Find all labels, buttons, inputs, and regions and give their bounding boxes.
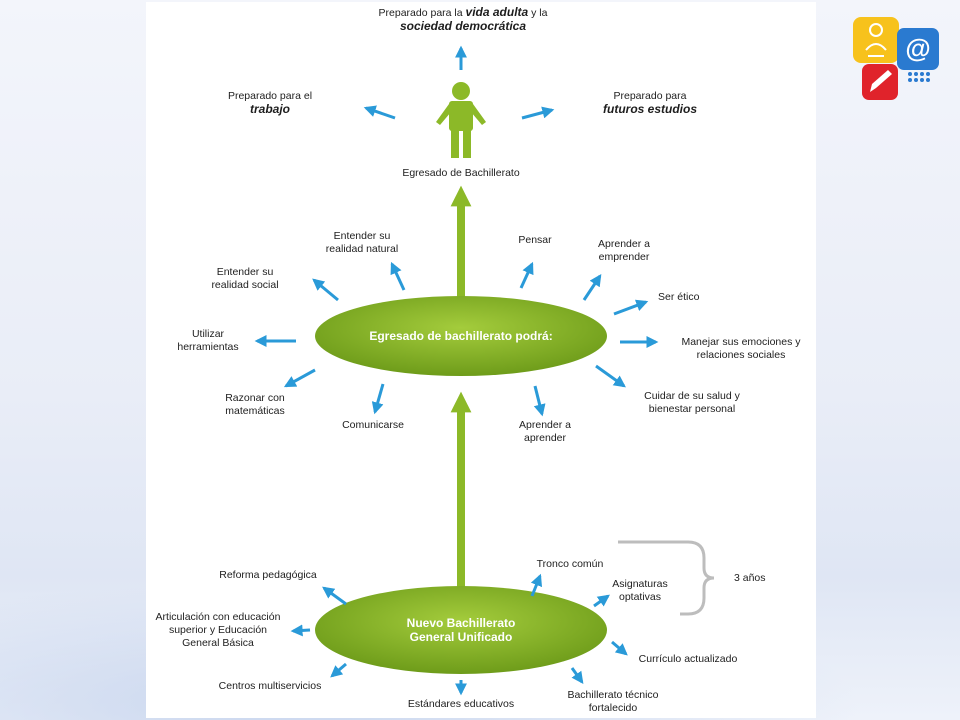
arrow-matematicas: [283, 368, 316, 388]
arrow-optativas: [593, 594, 610, 608]
logo-at-icon: @: [897, 28, 939, 70]
label-prepared-work: Preparado para el trabajo: [227, 90, 313, 116]
arrow-centros: [330, 662, 347, 678]
label-prepared-studies: Preparado para futuros estudios: [602, 90, 698, 116]
arrow-etico: [613, 299, 649, 316]
arrow-realidad-social: [312, 278, 339, 302]
skill-pensar: Pensar: [518, 234, 552, 246]
item-curriculo: Currículo actualizado: [638, 653, 738, 665]
logo-dots-icon: [908, 72, 930, 82]
bracket: [618, 540, 715, 616]
item-estandares: Estándares educativos: [407, 698, 515, 710]
logo-pencil-icon: [862, 64, 898, 100]
item-tronco: Tronco común: [536, 558, 604, 570]
arrow-reforma: [322, 586, 347, 606]
skill-comunicarse: Comunicarse: [342, 419, 404, 431]
skill-etico: Ser ético: [658, 291, 700, 303]
svg-text:@: @: [905, 33, 930, 63]
arrow-realidad-natural: [390, 261, 406, 291]
middle-ellipse: [315, 296, 607, 376]
graduate-person-icon: [436, 82, 486, 158]
arrow-left-work: [363, 105, 396, 120]
item-centros: Centros multiservicios: [218, 680, 322, 692]
arrow-right-studies: [521, 106, 555, 120]
item-reforma: Reforma pedagógica: [219, 569, 317, 581]
logo-kids-icon: [853, 17, 899, 63]
arrow-tecnico: [570, 667, 584, 684]
arrow-articulacion: [290, 624, 311, 637]
arrow-curriculo: [611, 640, 628, 656]
label-graduate: Egresado de Bachillerato: [402, 167, 520, 179]
bottom-ellipse: [315, 586, 607, 674]
label-prepared-life: Preparado para la vida adulta y la socie…: [378, 5, 548, 33]
arrow-emprender: [582, 274, 602, 301]
middle-ellipse-label: Egresado de bachillerato podrá:: [369, 329, 553, 343]
bracket-label: 3 años: [734, 572, 766, 584]
arrow-aprender: [533, 385, 546, 417]
arrow-tronco: [530, 573, 543, 597]
arrow-pensar: [519, 261, 534, 289]
arrow-salud: [595, 364, 626, 388]
arrow-comunicarse: [371, 383, 385, 415]
